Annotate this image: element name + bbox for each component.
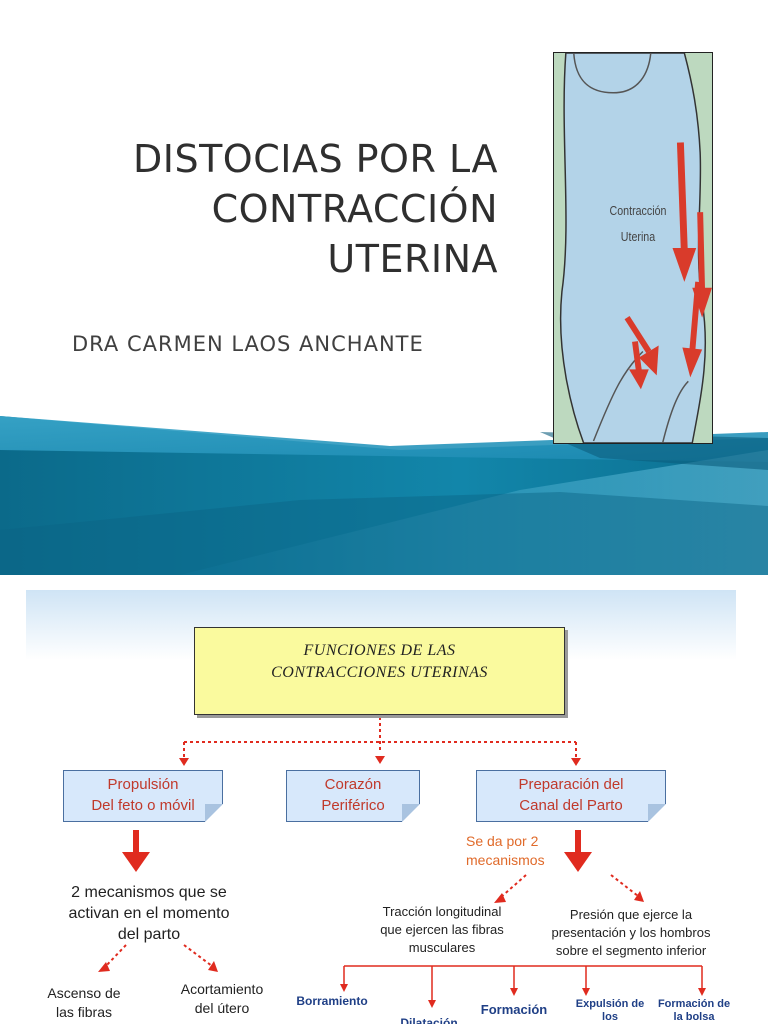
presion-text: Presión que ejerce la presentación y los…	[531, 906, 731, 960]
folded-corner	[402, 804, 420, 822]
item-expulsion: Expulsión de los	[575, 998, 645, 1023]
mecanismos-line-2: activan en el momento	[68, 905, 230, 922]
acortamiento-text: Acortamiento del útero	[166, 980, 278, 1018]
traccion-text: Tracción longitudinal que ejercen las fi…	[356, 903, 528, 957]
traccion-line-1: Tracción longitudinal	[382, 904, 502, 919]
mecanismos-text: 2 mecanismos que se activan en el moment…	[44, 882, 254, 945]
item-formacion: Formación	[480, 1002, 548, 1017]
illustration-label-line-2: Uterina	[620, 229, 656, 244]
item-dilatacion: Dilatación	[400, 1016, 458, 1024]
slide-subtitle: DRA CARMEN LAOS ANCHANTE	[72, 332, 424, 356]
traccion-line-3: musculares	[408, 940, 476, 955]
uterine-contraction-illustration	[553, 52, 713, 444]
traccion-line-2: que ejercen las fibras	[380, 922, 504, 937]
acortamiento-line-1: Acortamiento	[180, 981, 264, 997]
ascenso-text: Ascenso de las fibras	[34, 984, 134, 1022]
se-da-line-1: Se da por 2	[466, 833, 539, 849]
se-da-text: Se da por 2 mecanismos	[466, 832, 545, 870]
box-propulsion-line-2: Del feto o móvil	[91, 797, 195, 814]
title-line-2: CONTRACCIÓN	[211, 187, 498, 231]
box-propulsion-line-1: Propulsión	[107, 776, 179, 793]
mecanismos-line-1: 2 mecanismos que se	[71, 884, 227, 901]
acortamiento-line-2: del útero	[194, 1000, 250, 1016]
box-preparacion: Preparación del Canal del Parto	[476, 770, 666, 822]
ascenso-line-2: las fibras	[55, 1004, 113, 1020]
se-da-line-2: mecanismos	[466, 852, 545, 868]
ascenso-line-1: Ascenso de	[47, 985, 121, 1001]
presion-line-1: Presión que ejerce la	[569, 907, 693, 922]
title-line-3: UTERINA	[327, 237, 498, 281]
title-slide: DISTOCIAS POR LA CONTRACCIÓN UTERINA DRA…	[0, 52, 768, 575]
folded-corner	[205, 804, 223, 822]
mecanismos-line-3: del parto	[117, 926, 181, 943]
illustration-label-line-1: Contracción	[609, 203, 667, 218]
box-corazon-line-1: Corazón	[324, 776, 382, 793]
slide-title: DISTOCIAS POR LA CONTRACCIÓN UTERINA	[60, 134, 498, 284]
main-title-line-1: FUNCIONES DE LAS	[303, 642, 456, 659]
box-preparacion-line-2: Canal del Parto	[519, 797, 623, 814]
box-propulsion: Propulsión Del feto o móvil	[63, 770, 223, 822]
item-borramiento: Borramiento	[296, 994, 368, 1008]
box-preparacion-line-1: Preparación del	[518, 776, 624, 793]
box-corazon: Corazón Periférico	[286, 770, 420, 822]
main-title-box: FUNCIONES DE LAS CONTRACCIONES UTERINAS	[194, 627, 565, 715]
presion-line-3: sobre el segmento inferior	[555, 943, 707, 958]
folded-corner	[648, 804, 666, 822]
main-title-line-2: CONTRACCIONES UTERINAS	[271, 664, 488, 681]
item-formacion-bolsa: Formación de la bolsa	[657, 998, 731, 1023]
connector-lines	[98, 717, 706, 1008]
concept-map-slide: FUNCIONES DE LAS CONTRACCIONES UTERINAS …	[26, 590, 736, 1024]
title-line-1: DISTOCIAS POR LA	[133, 137, 498, 181]
illustration-label: Contracción Uterina	[607, 198, 669, 250]
presion-line-2: presentación y los hombros	[551, 925, 711, 940]
box-corazon-line-2: Periférico	[321, 797, 385, 814]
